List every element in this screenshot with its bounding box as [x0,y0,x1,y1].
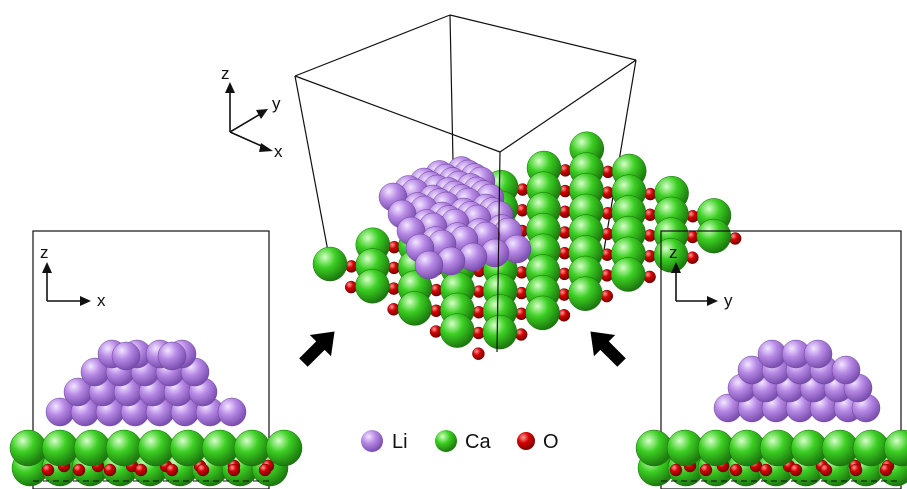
o-atom [165,463,179,477]
center-x-arrowhead [259,143,273,152]
ca-atom [41,429,79,467]
o-atom [557,309,571,322]
right-atoms [635,339,907,487]
legend-ca-swatch [435,430,457,452]
arrow-up-right-icon [299,331,335,367]
o-atom [819,463,833,477]
ca-atom [635,429,673,467]
center-atoms [312,131,742,360]
left-view-frame [32,230,270,489]
center-view: z y x [221,14,742,360]
left-view: z x [9,230,303,489]
legend-o-label: O [543,431,559,453]
o-atom [41,463,55,477]
o-atom [472,347,485,360]
ca-atom [397,291,433,326]
o-atom [103,463,117,477]
ca-atom [9,429,47,467]
li-atom [157,341,187,371]
ca-atom [821,429,859,467]
o-atom [134,463,148,477]
ca-atom [201,429,239,467]
ca-atom [759,429,797,467]
o-atom [72,463,86,477]
arrow-up-left-icon [590,331,626,367]
center-box-front [294,59,637,353]
right-y-arrowhead [707,296,718,306]
center-y-arrowhead [256,109,268,119]
o-atom [789,463,803,477]
ca-atom [233,429,271,467]
left-x-arrowhead [80,296,91,306]
center-axes [229,90,267,149]
li-atom [831,355,861,385]
right-z-arrowhead [671,262,681,273]
right-y-label: y [724,291,733,310]
ca-atom [852,429,890,467]
o-atom [759,463,773,477]
ca-atom [666,429,704,467]
o-atom [729,463,743,477]
o-atom [514,328,528,341]
right-z-label: z [669,243,678,262]
left-axes [46,270,83,302]
right-axes [675,270,710,302]
o-atom [686,251,699,264]
ca-atom [105,429,143,467]
ca-atom [697,429,735,467]
ca-atom [525,295,560,331]
left-atoms [9,339,303,487]
left-z-arrowhead [42,262,52,273]
li-atom [803,339,833,369]
legend-ca-label: Ca [465,431,491,453]
o-atom [600,289,614,303]
o-atom [669,463,683,477]
ca-atom [568,276,603,311]
o-atom [849,463,863,477]
left-z-label: z [40,243,49,262]
center-y-label: y [272,94,281,113]
ca-atom [883,429,907,467]
o-atom [728,232,742,245]
o-atom [227,463,241,477]
ca-atom [653,238,689,273]
o-atom [258,463,272,477]
center-z-label: z [221,64,230,83]
ca-atom [73,429,111,467]
center-z-arrowhead [225,82,235,93]
left-x-label: x [97,291,106,310]
right-view: z y [635,230,907,489]
li-atom [111,341,141,371]
ca-atom [169,429,207,467]
ca-atom [355,268,390,304]
ca-atom [137,429,175,467]
ca-atom [265,429,303,467]
o-atom [196,463,210,477]
o-atom [699,463,713,477]
o-atom [879,463,893,477]
ca-atom [610,257,646,292]
ca-atom [696,218,732,254]
center-x-label: x [274,142,283,161]
legend-li-label: Li [392,431,408,453]
center-box-back [294,14,637,263]
right-view-frame [660,230,902,489]
legend: Li Ca O [361,430,559,453]
ca-atom [312,246,348,282]
ca-atom [439,313,475,348]
legend-o-swatch [517,432,535,450]
ca-atom [482,314,518,350]
o-atom [643,270,656,284]
ca-atom [728,429,766,467]
legend-li-swatch [361,430,383,452]
ca-atom [790,429,828,467]
li-atom [414,250,444,280]
li-atom [217,397,247,427]
